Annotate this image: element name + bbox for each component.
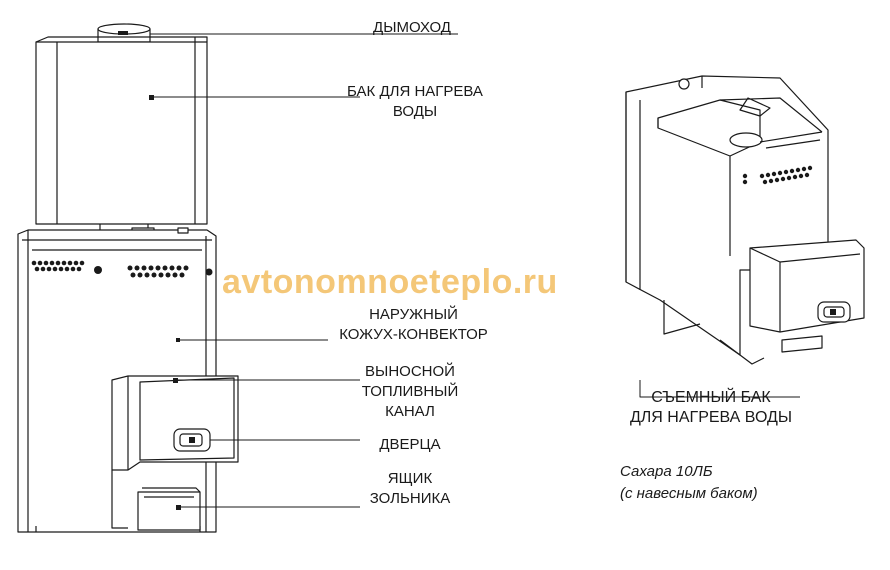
vent-holes-front bbox=[127, 265, 213, 278]
label-outer-casing: НАРУЖНЫЙ КОЖУХ-КОНВЕКТОР bbox=[326, 305, 501, 345]
label-ash-box-line1: ЯЩИК bbox=[387, 470, 433, 487]
leader-lines bbox=[150, 33, 800, 508]
label-outer-casing-line1: НАРУЖНЫЙ bbox=[369, 306, 458, 323]
label-fuel-channel-line2: ТОПЛИВНЫЙ bbox=[361, 383, 459, 400]
model-note: (с навесным баком) bbox=[620, 485, 758, 502]
chimney-pipe bbox=[97, 23, 151, 43]
label-door: ДВЕРЦА bbox=[350, 435, 470, 455]
label-ash-box: ЯЩИК ЗОЛЬНИКА bbox=[350, 469, 470, 509]
watermark: avtonomnoeteplo.ru bbox=[222, 263, 558, 301]
label-fuel-channel-line3: КАНАЛ bbox=[385, 403, 435, 420]
vent-holes-left bbox=[31, 260, 102, 274]
label-removable-tank-line1: СЪЕМНЫЙ БАК bbox=[651, 389, 771, 406]
model-caption: Сахара 10ЛБ (с навесным баком) bbox=[620, 461, 758, 505]
label-fuel-channel: ВЫНОСНОЙ ТОПЛИВНЫЙ КАНАЛ bbox=[340, 362, 480, 422]
right-stove bbox=[625, 75, 865, 365]
label-chimney: ДЫМОХОД bbox=[352, 18, 472, 38]
label-outer-casing-line2: КОЖУХ-КОНВЕКТОР bbox=[339, 326, 488, 343]
label-water-tank-line1: БАК ДЛЯ НАГРЕВА bbox=[347, 83, 483, 100]
label-fuel-channel-line1: ВЫНОСНОЙ bbox=[365, 363, 455, 380]
water-tank bbox=[35, 36, 208, 225]
fuel-channel bbox=[111, 375, 239, 529]
label-water-tank-line2: ВОДЫ bbox=[392, 103, 438, 120]
label-removable-tank: СЪЕМНЫЙ БАК ДЛЯ НАГРЕВА ВОДЫ bbox=[606, 388, 816, 428]
door bbox=[173, 428, 211, 452]
label-water-tank: БАК ДЛЯ НАГРЕВА ВОДЫ bbox=[330, 82, 500, 122]
label-removable-tank-line2: ДЛЯ НАГРЕВА ВОДЫ bbox=[629, 409, 793, 426]
label-chimney-text: ДЫМОХОД bbox=[373, 19, 451, 36]
label-door-text: ДВЕРЦА bbox=[379, 436, 441, 453]
label-ash-box-line2: ЗОЛЬНИКА bbox=[369, 490, 451, 507]
ash-box bbox=[137, 487, 201, 531]
model-name: Сахара 10ЛБ bbox=[620, 463, 713, 480]
vent-holes-right bbox=[742, 165, 813, 185]
door bbox=[817, 301, 851, 323]
left-stove bbox=[17, 23, 239, 533]
